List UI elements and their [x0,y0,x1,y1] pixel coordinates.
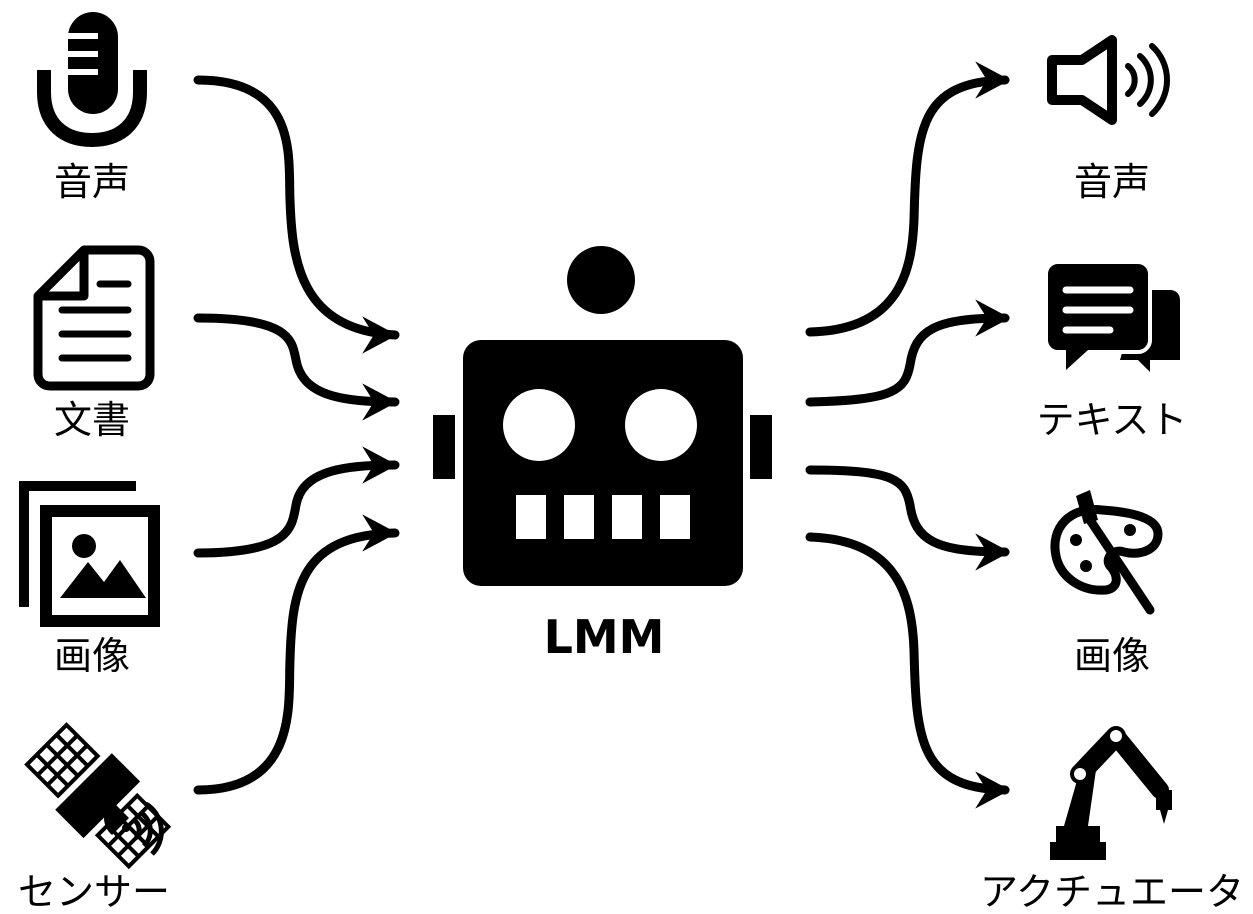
robot-arm-icon [1050,726,1172,860]
image-gallery-icon [19,481,160,627]
robot-icon [433,246,772,586]
signal-waves-icon [104,801,164,856]
arrowhead-output-actuator [975,771,1011,809]
microphone-icon [37,12,147,148]
input-label-audio: 音声 [53,160,131,204]
arrowhead-input-audio [362,316,398,354]
arrowhead-input-image [362,446,398,484]
palette-brush-icon [1050,490,1163,615]
speaker-icon [1047,35,1171,125]
arrow-output-actuator [805,532,1010,795]
arrowhead-input-sensor [362,514,398,552]
arrow-input-document [193,313,400,407]
arrowhead-output-audio [975,61,1011,99]
input-label-document: 文書 [53,398,131,442]
document-icon [33,245,155,391]
arrow-input-audio [193,75,400,340]
arrowhead-input-document [362,383,398,421]
arrow-output-text [805,313,1010,407]
output-label-image: 画像 [1073,634,1151,678]
arrow-output-audio [805,75,1010,337]
input-label-image: 画像 [53,634,131,678]
arrowhead-output-text [975,299,1011,337]
center-label-lmm: LMM [543,610,665,664]
output-label-actuator: アクチュエータ [979,870,1245,914]
chat-text-icon [1044,260,1180,372]
output-label-text: テキスト [1036,398,1188,442]
arrow-output-image [805,465,1010,557]
input-label-sensor: センサー [17,870,171,914]
arrow-input-image [193,460,400,558]
arrow-input-sensor [193,528,400,795]
output-label-audio: 音声 [1073,160,1151,204]
arrowhead-output-image [975,533,1011,571]
